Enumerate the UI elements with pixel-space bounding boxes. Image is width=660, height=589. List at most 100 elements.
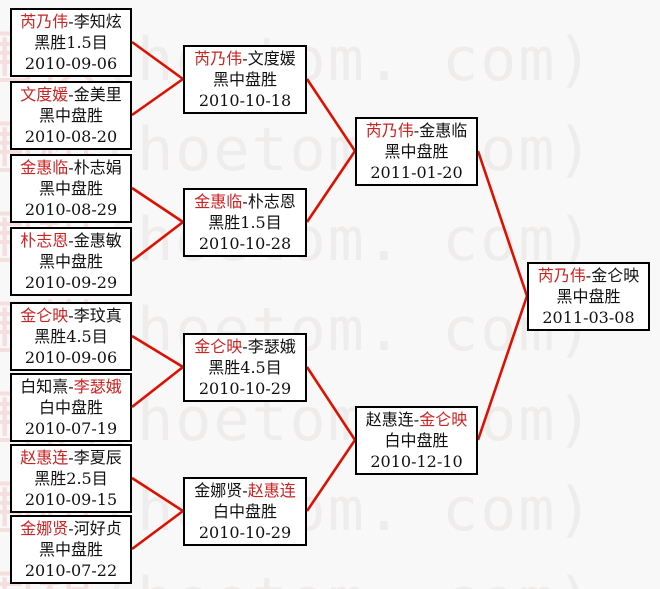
player2-name: 金惠敏 (73, 231, 122, 250)
name-separator: - (68, 158, 74, 177)
player1-name: 朴志恩 (20, 231, 69, 250)
match-box-sf-1: 芮乃伟-金惠临 黑中盘胜 2011-01-20 (355, 117, 478, 186)
name-separator: - (68, 306, 74, 325)
match-result: 黑中盘胜 (384, 142, 449, 161)
match-result: 黑胜2.5目 (34, 469, 108, 488)
player2-name: 李瑟娥 (247, 337, 296, 356)
match-result: 黑中盘胜 (38, 179, 103, 198)
connector-line (131, 220, 184, 263)
connector-line (131, 77, 184, 117)
player2-name: 李夏辰 (73, 448, 122, 467)
match-result: 黑胜4.5目 (34, 327, 108, 346)
player1-name: 白知熹 (20, 377, 69, 396)
name-separator: - (242, 192, 248, 211)
player2-name: 朴志恩 (247, 192, 296, 211)
match-box-r16-4: 朴志恩-金惠敏 黑中盘胜 2010-09-29 (10, 227, 132, 296)
match-box-qf-1: 芮乃伟-文度媛 黑中盘胜 2010-10-18 (183, 45, 307, 114)
name-separator: - (413, 410, 420, 429)
match-date: 2010-09-06 (24, 348, 118, 367)
watermark-latin-text: (hoetom. com) (99, 295, 595, 365)
match-result: 黑中盘胜 (38, 540, 103, 559)
player2-name: 文度媛 (247, 49, 296, 68)
name-separator: - (68, 85, 74, 104)
connector-line (131, 40, 184, 81)
name-separator: - (68, 377, 74, 396)
connector-line (131, 365, 184, 409)
player1-name: 金娜贤 (194, 481, 243, 500)
match-players: 金娜贤-河好贞 (12, 518, 130, 539)
player1-name: 金仑映 (20, 306, 69, 325)
match-date: 2011-01-20 (370, 163, 463, 182)
player2-name: 金仑映 (419, 410, 468, 429)
player2-name: 金美里 (73, 85, 122, 104)
watermark-row: 围棋(hoetom. com) (0, 120, 595, 180)
match-box-r16-3: 金惠临-朴志娟 黑中盘胜 2010-08-29 (10, 154, 132, 223)
match-result: 黑胜1.5目 (208, 213, 282, 232)
player1-name: 文度媛 (20, 85, 69, 104)
player2-name: 金仑映 (591, 266, 640, 285)
name-separator: - (413, 121, 420, 140)
match-players: 金惠临-朴志娟 (12, 157, 130, 178)
match-players: 赵惠连-金仑映 (357, 409, 476, 430)
match-players: 芮乃伟-金仑映 (529, 265, 648, 286)
player1-name: 金仑映 (194, 337, 243, 356)
match-box-r16-5: 金仑映-李玟真 黑胜4.5目 2010-09-06 (10, 302, 132, 371)
connector-line (476, 295, 529, 441)
name-separator: - (585, 266, 592, 285)
player1-name: 芮乃伟 (537, 266, 586, 285)
watermark-latin-text: (hoetom. com) (99, 565, 595, 589)
connector-line (131, 509, 184, 551)
match-players: 白知熹-李瑟娥 (12, 376, 130, 397)
match-date: 2010-07-19 (24, 419, 118, 438)
match-players: 赵惠连-李夏辰 (12, 447, 130, 468)
match-players: 朴志恩-金惠敏 (12, 230, 130, 251)
connector-line (131, 334, 184, 369)
match-box-qf-4: 金娜贤-赵惠连 白中盘胜 2010-10-29 (183, 477, 307, 546)
match-players: 文度媛-金美里 (12, 84, 130, 105)
match-date: 2010-10-29 (198, 523, 292, 542)
match-result: 黑中盘胜 (38, 106, 103, 125)
connector-line (305, 150, 357, 223)
match-date: 2010-08-29 (24, 200, 118, 219)
player1-name: 芮乃伟 (365, 121, 414, 140)
match-box-r16-8: 金娜贤-河好贞 黑中盘胜 2010-07-22 (10, 515, 132, 584)
player2-name: 李瑟娥 (73, 377, 122, 396)
player2-name: 李玟真 (73, 306, 122, 325)
player1-name: 芮乃伟 (20, 12, 69, 31)
match-date: 2010-09-29 (24, 273, 118, 292)
match-date: 2010-09-15 (24, 490, 118, 509)
match-box-qf-3: 金仑映-李瑟娥 黑胜4.5目 2010-10-29 (183, 333, 307, 402)
match-players: 金仑映-李玟真 (12, 305, 130, 326)
name-separator: - (242, 481, 248, 500)
watermark-latin-text: (hoetom. com) (99, 115, 595, 185)
match-box-r16-1: 芮乃伟-李知炫 黑胜1.5目 2010-09-06 (10, 8, 132, 77)
player1-name: 金惠临 (194, 192, 243, 211)
match-players: 芮乃伟-李知炫 (12, 11, 130, 32)
connector-line (305, 366, 357, 441)
match-result: 白中盘胜 (384, 431, 449, 450)
match-date: 2010-10-28 (198, 234, 292, 253)
match-date: 2010-10-29 (198, 379, 292, 398)
player1-name: 芮乃伟 (194, 49, 243, 68)
match-box-r16-7: 赵惠连-李夏辰 黑胜2.5目 2010-09-15 (10, 444, 132, 513)
match-box-sf-2: 赵惠连-金仑映 白中盘胜 2010-12-10 (355, 406, 478, 475)
match-result: 黑中盘胜 (38, 252, 103, 271)
match-box-final: 芮乃伟-金仑映 黑中盘胜 2011-03-08 (527, 262, 650, 331)
match-date: 2010-12-10 (370, 452, 463, 471)
match-players: 金仑映-李瑟娥 (185, 336, 305, 357)
match-result: 白中盘胜 (212, 502, 277, 521)
match-players: 金娜贤-赵惠连 (185, 480, 305, 501)
player1-name: 金惠临 (20, 158, 69, 177)
connector-line (305, 78, 357, 152)
match-players: 芮乃伟-金惠临 (357, 120, 476, 141)
connector-line (131, 186, 184, 224)
name-separator: - (242, 337, 248, 356)
match-result: 黑胜1.5目 (34, 33, 108, 52)
match-date: 2010-10-18 (198, 91, 292, 110)
match-box-qf-2: 金惠临-朴志恩 黑胜1.5目 2010-10-28 (183, 188, 307, 257)
name-separator: - (68, 231, 74, 250)
player2-name: 赵惠连 (247, 481, 296, 500)
player2-name: 金惠临 (419, 121, 468, 140)
